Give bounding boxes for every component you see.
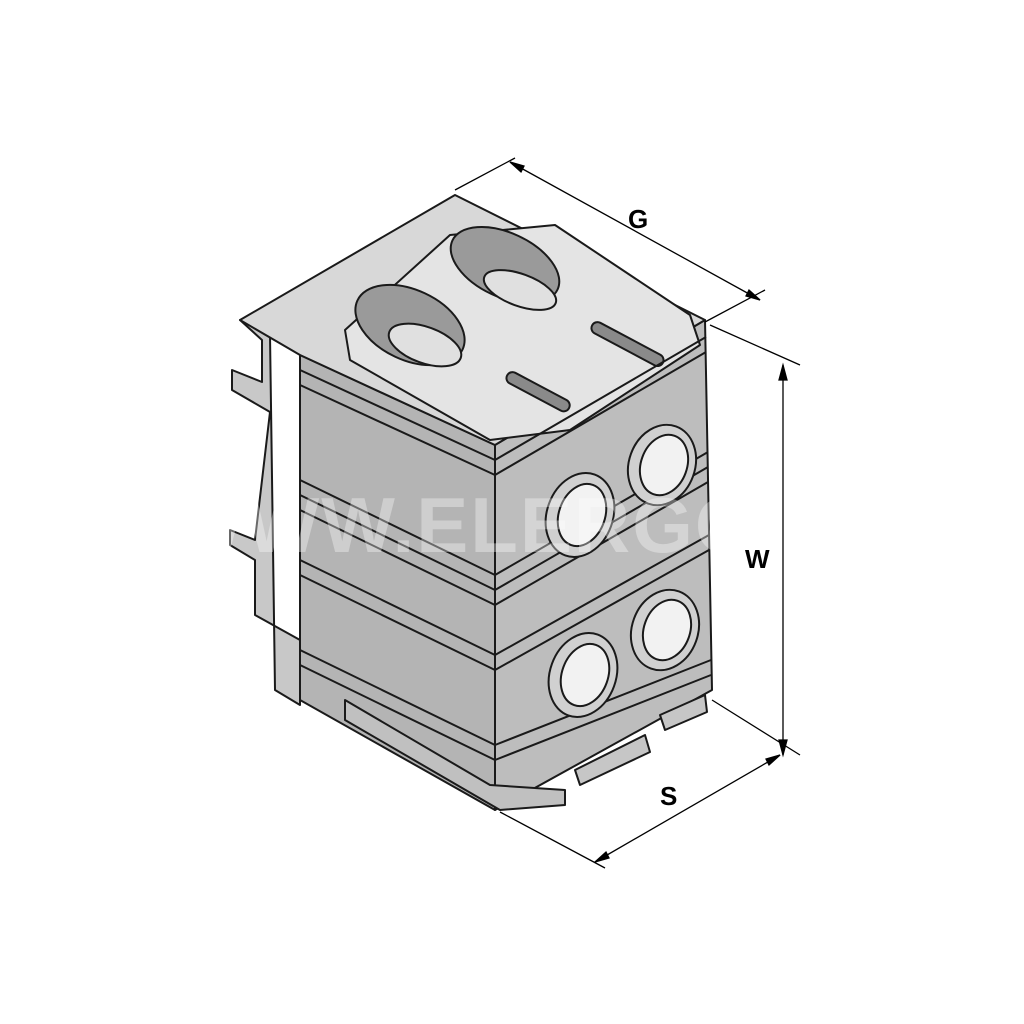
foot-left bbox=[344, 699, 566, 811]
g-extension-2 bbox=[704, 289, 766, 323]
screw-slot-1 bbox=[505, 371, 571, 413]
cable-hole-lower-right-inner bbox=[641, 598, 693, 662]
cable-hole-upper-right-inner bbox=[638, 433, 690, 497]
watermark: WWW.ELERGON.COM bbox=[170, 481, 1024, 569]
w-arrowhead-start bbox=[778, 362, 788, 381]
top-hole-1-inner bbox=[387, 322, 463, 368]
cable-hole-upper-left-inner bbox=[556, 482, 608, 548]
side-flange bbox=[229, 319, 301, 706]
s-arrowhead-end bbox=[765, 754, 781, 767]
top-hole-2-inner bbox=[482, 269, 558, 311]
foot-middle bbox=[574, 734, 651, 786]
dimension-label-g: G bbox=[628, 204, 648, 234]
g-dimension-line bbox=[509, 161, 761, 301]
s-dimension-line bbox=[594, 754, 781, 863]
dimension-label-s: S bbox=[660, 781, 677, 811]
s-arrowhead-start bbox=[594, 850, 610, 863]
g-extension-1 bbox=[454, 157, 516, 191]
foot-right bbox=[659, 694, 708, 731]
groove-left bbox=[299, 369, 496, 761]
w-arrowhead-end bbox=[778, 739, 788, 758]
g-arrowhead-start bbox=[509, 161, 525, 174]
g-arrowhead-end bbox=[745, 288, 761, 301]
w-extension-1 bbox=[709, 324, 801, 366]
dimension-label-w: W bbox=[745, 544, 770, 574]
cable-hole-lower-left-inner bbox=[559, 642, 611, 708]
s-extension-1 bbox=[499, 811, 606, 869]
w-extension-2 bbox=[711, 699, 801, 756]
